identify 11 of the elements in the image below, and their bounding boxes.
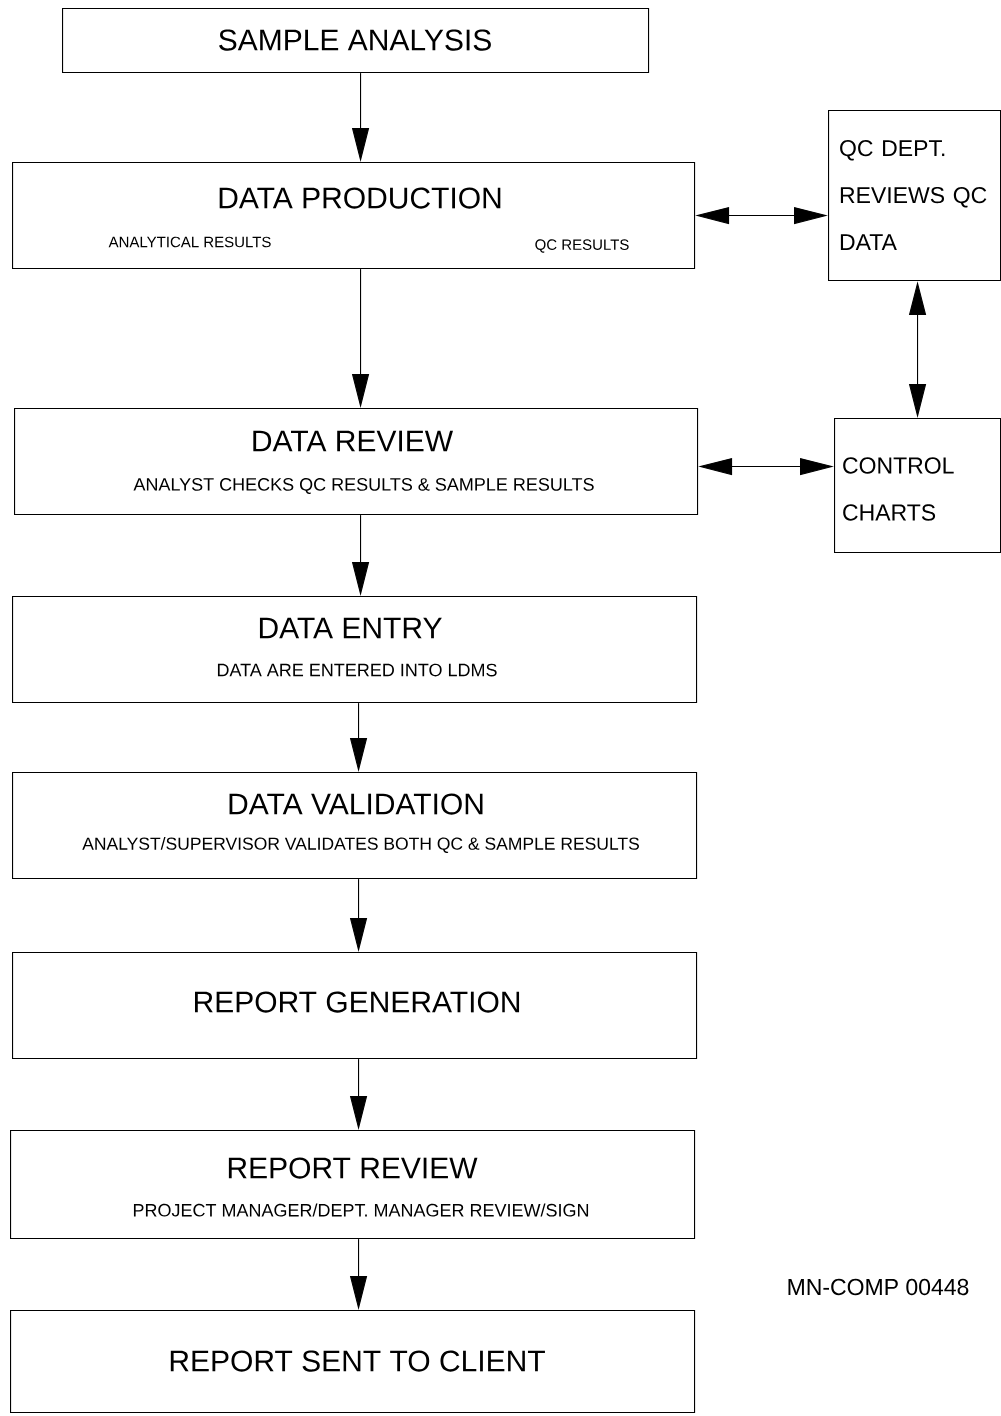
stamp-text: MN-COMP 00448 bbox=[788, 1278, 969, 1296]
process-box: DATA VALIDATION ANALYST/SUPERVISOR VALIDATES BOTH QC & SAMPLE RESULTS bbox=[12, 772, 698, 880]
process-box: QC DEPT. REVIEWS QC DATA bbox=[828, 110, 1001, 282]
process-box: DATA ENTRY DATA ARE ENTERED INTO LDMS bbox=[12, 596, 698, 704]
process-box: DATA REVIEW ANALYST CHECKS QC RESULTS & SAMPLE RESULTS bbox=[14, 408, 699, 516]
process-box: REPORT SENT TO CLIENT bbox=[10, 1310, 696, 1414]
process-box: REPORT REVIEW PROJECT MANAGER/DEPT. MANAGER REVIEW/SIGN bbox=[10, 1130, 696, 1240]
process-box: CONTROL CHARTS bbox=[834, 418, 1001, 554]
process-box: DATA PRODUCTION ANALYTICAL RESULTS QC RESULTS bbox=[12, 162, 696, 270]
process-box: REPORT GENERATION bbox=[12, 952, 698, 1060]
process-box: SAMPLE ANALYSIS bbox=[62, 8, 650, 74]
